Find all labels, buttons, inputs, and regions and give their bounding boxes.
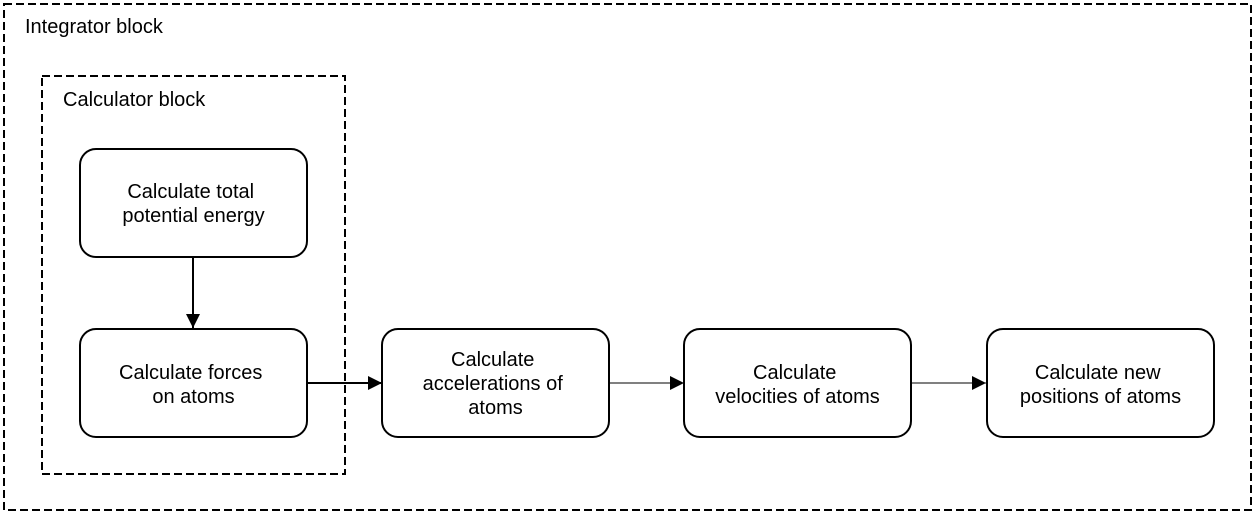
node-positions: Calculate new positions of atoms xyxy=(986,328,1215,438)
node-velocities-label: Calculate velocities of atoms xyxy=(715,362,880,408)
calculator-block: Calculator block xyxy=(41,75,346,475)
node-accelerations-line-2: accelerations of xyxy=(423,373,564,395)
node-positions-box xyxy=(986,328,1215,438)
node-potential-energy-line-1: Calculate total xyxy=(127,181,254,203)
node-velocities-line-2: velocities of atoms xyxy=(715,386,880,408)
node-potential-energy-label: Calculate total potential energy xyxy=(122,181,264,227)
integrator-block-label: Integrator block xyxy=(25,16,164,38)
node-potential-energy: Calculate total potential energy xyxy=(79,148,308,258)
node-forces: Calculate forces on atoms xyxy=(79,328,308,438)
node-potential-energy-line-2: potential energy xyxy=(122,205,264,227)
node-accelerations-label: Calculate accelerations of atoms xyxy=(423,349,569,419)
node-positions-line-1: Calculate new xyxy=(1035,362,1161,384)
node-forces-box xyxy=(79,328,308,438)
calculator-block-label: Calculator block xyxy=(63,89,206,111)
node-forces-line-2: on atoms xyxy=(152,386,234,408)
node-accelerations-line-3: atoms xyxy=(468,397,522,419)
node-positions-line-2: positions of atoms xyxy=(1020,386,1181,408)
node-accelerations-line-1: Calculate xyxy=(451,349,534,371)
node-accelerations: Calculate accelerations of atoms xyxy=(381,328,610,438)
node-positions-label: Calculate new positions of atoms xyxy=(1020,362,1181,408)
connectors xyxy=(186,257,986,390)
node-velocities-box xyxy=(683,328,912,438)
integrator-block: Integrator block xyxy=(3,3,1252,511)
node-forces-label: Calculate forces on atoms xyxy=(119,362,268,408)
node-velocities: Calculate velocities of atoms xyxy=(683,328,912,438)
node-accelerations-box xyxy=(381,328,610,438)
node-velocities-line-1: Calculate xyxy=(753,362,836,384)
integrator-block-border xyxy=(3,3,1252,511)
node-forces-line-1: Calculate forces xyxy=(119,362,262,384)
calculator-block-border xyxy=(41,75,346,475)
node-potential-energy-box xyxy=(79,148,308,258)
